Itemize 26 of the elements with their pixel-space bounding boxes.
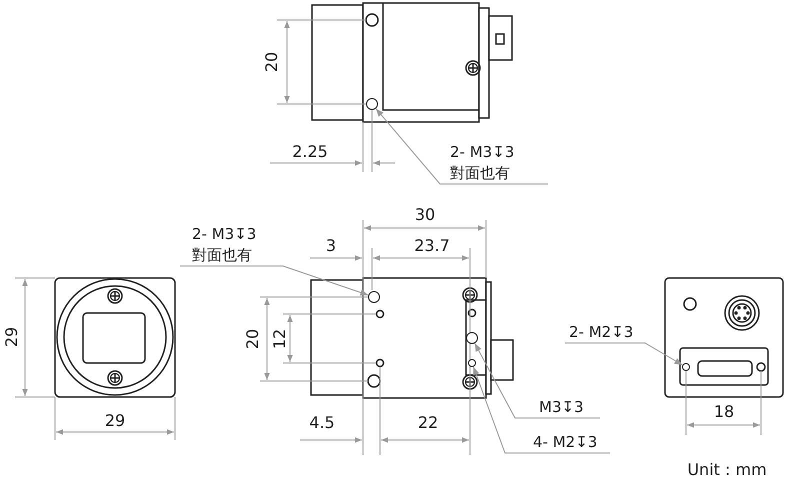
dimension-value: 30 <box>414 207 436 223</box>
callout-text: M3↧3 <box>539 397 585 418</box>
leader-line <box>564 342 683 366</box>
dimension-value: 29 <box>4 326 20 348</box>
dimension-value: 18 <box>714 404 734 420</box>
leader-line <box>474 342 600 418</box>
dimension-value: 29 <box>104 413 126 429</box>
dimension-value: 20 <box>245 328 261 350</box>
mounting-hole <box>682 363 690 371</box>
callout-text: 2- M2↧3 <box>569 322 634 343</box>
callout-text: 對面也有 <box>192 245 253 266</box>
callout-text: 4- M2↧3 <box>533 432 598 453</box>
dimension-value: 4.5 <box>309 415 335 431</box>
callout-text: 對面也有 <box>450 163 511 184</box>
leader-line <box>472 366 610 454</box>
unit-note: Unit : mm <box>687 462 767 478</box>
callout-text: 2- M3↧3 <box>192 224 258 245</box>
dimension-value: 3 <box>326 238 336 254</box>
dimension-value: 2.25 <box>292 144 328 160</box>
leader-line <box>375 108 548 184</box>
leader-line <box>180 266 369 296</box>
dimension-value: 23.7 <box>414 238 450 254</box>
dimension-value: 22 <box>418 415 438 431</box>
callout-text: 2- M3↧3 <box>450 142 516 163</box>
dimension-value: 12 <box>272 328 288 350</box>
dimension-value: 20 <box>264 52 280 72</box>
